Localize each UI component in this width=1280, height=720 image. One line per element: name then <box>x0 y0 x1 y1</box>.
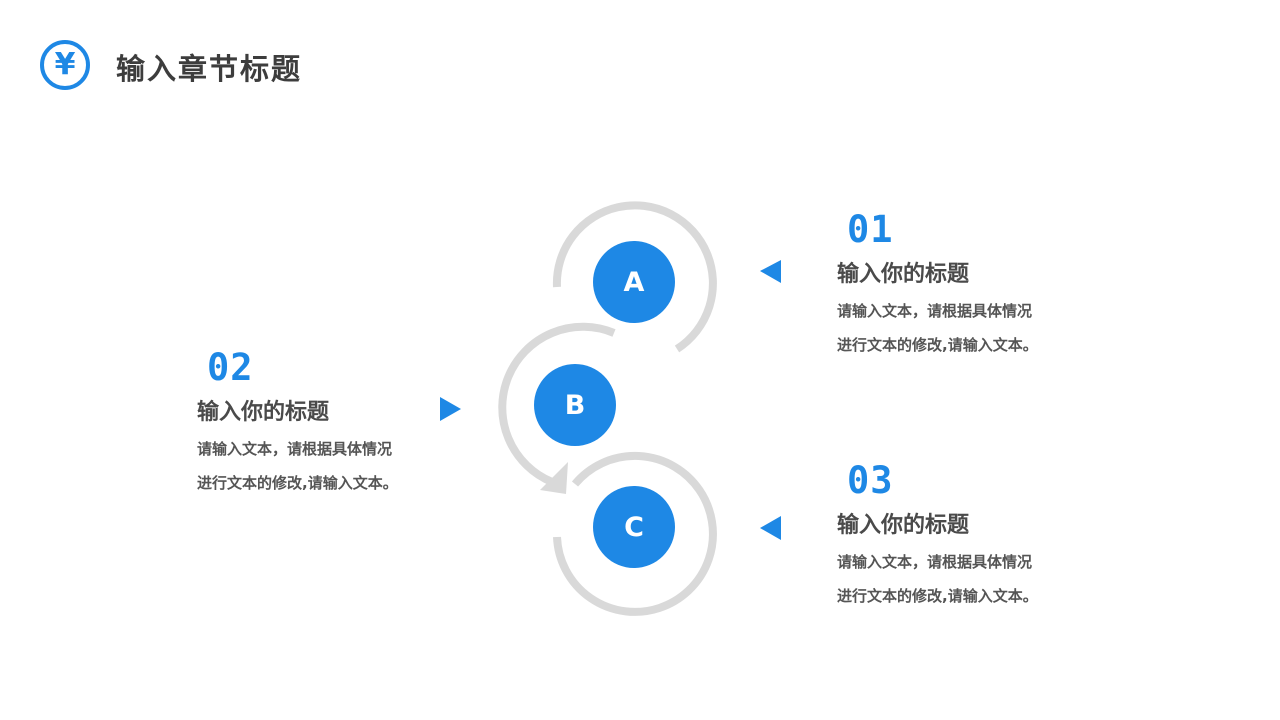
circle-a: A <box>593 241 675 323</box>
block-title: 输入你的标题 <box>837 513 970 538</box>
pointer-triangle-03 <box>760 516 781 540</box>
circle-c: C <box>593 486 675 568</box>
ring-a <box>552 201 717 353</box>
yen-icon: ¥ <box>40 40 90 90</box>
text-block-02: 02 输入你的标题 请输入文本，请根据具体情况 进行文本的修改,请输入文本。 <box>197 348 457 500</box>
ring-b <box>498 322 616 486</box>
circle-b: B <box>534 364 616 446</box>
description-line: 请输入文本，请根据具体情况 <box>837 553 1033 571</box>
description-line: 进行文本的修改,请输入文本。 <box>197 474 398 492</box>
text-block-01: 01 输入你的标题 请输入文本，请根据具体情况 进行文本的修改,请输入文本。 <box>837 210 1097 362</box>
description-line: 请输入文本，请根据具体情况 <box>837 302 1033 320</box>
block-number: 03 <box>847 459 894 502</box>
block-description: 请输入文本，请根据具体情况 进行文本的修改,请输入文本。 <box>837 294 1097 362</box>
block-number: 02 <box>207 346 254 389</box>
ring-c <box>553 451 717 616</box>
text-block-03: 03 输入你的标题 请输入文本，请根据具体情况 进行文本的修改,请输入文本。 <box>837 461 1097 613</box>
block-title: 输入你的标题 <box>197 400 330 425</box>
block-title: 输入你的标题 <box>837 262 970 287</box>
ring-b-arrowhead <box>540 462 568 494</box>
description-line: 进行文本的修改,请输入文本。 <box>837 587 1038 605</box>
description-line: 进行文本的修改,请输入文本。 <box>837 336 1038 354</box>
pointer-triangle-01 <box>760 260 781 283</box>
description-line: 请输入文本，请根据具体情况 <box>197 440 393 458</box>
page-title: 输入章节标题 <box>116 52 303 86</box>
yen-glyph: ¥ <box>54 47 76 82</box>
block-number: 01 <box>847 208 894 251</box>
block-description: 请输入文本，请根据具体情况 进行文本的修改,请输入文本。 <box>837 545 1097 613</box>
block-description: 请输入文本，请根据具体情况 进行文本的修改,请输入文本。 <box>197 432 457 500</box>
pointer-triangle-02 <box>440 397 461 421</box>
